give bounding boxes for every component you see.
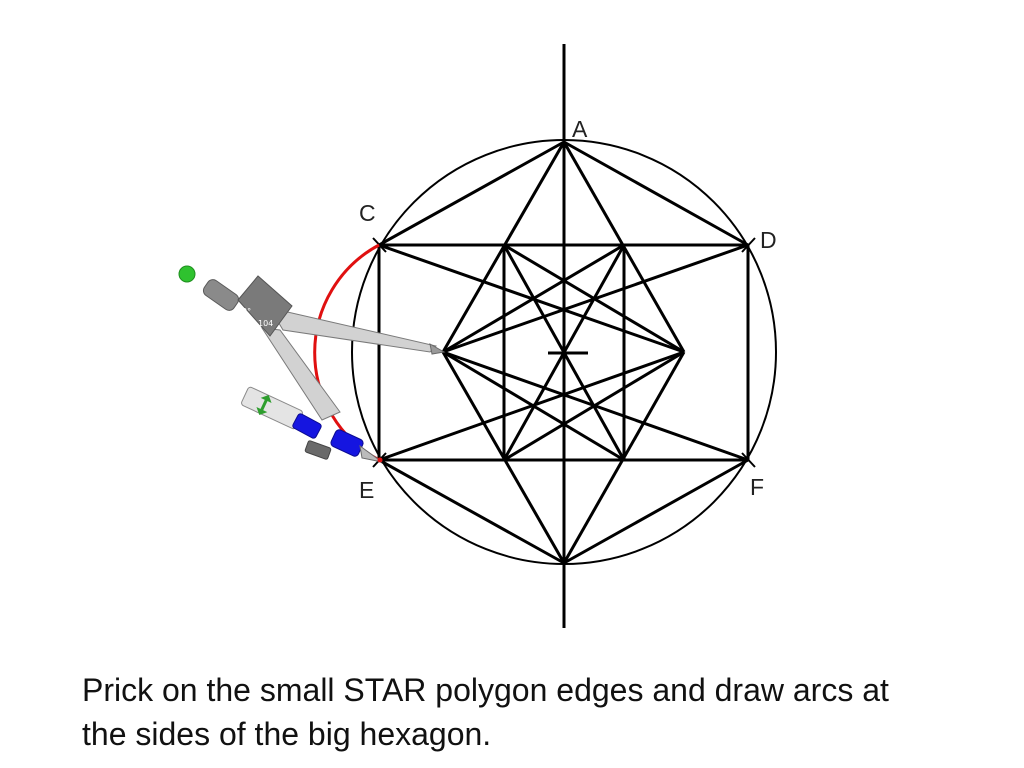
- inner-star-edge: [502, 244, 626, 461]
- caption-line-2: the sides of the big hexagon.: [82, 716, 492, 752]
- resize-arrows-icon[interactable]: [254, 392, 274, 417]
- pencil-lead: [359, 444, 383, 463]
- rotate-handle[interactable]: [178, 265, 196, 283]
- inner-star-edge: [503, 243, 685, 354]
- star-edge: [441, 351, 566, 564]
- hexagon-edge: [563, 458, 749, 565]
- label-e: E: [359, 477, 374, 503]
- radius-readout: 104: [258, 319, 273, 328]
- pencil-grip-left: [292, 413, 322, 439]
- inner-star-edge: [442, 350, 625, 462]
- label-d: D: [760, 227, 777, 253]
- vertex-ticks: [372, 237, 756, 468]
- compass-tool[interactable]: 0° 104: [178, 265, 446, 463]
- construction-arc: [313, 243, 380, 462]
- compass-hinge-head[interactable]: [237, 275, 293, 337]
- pencil-point: [377, 457, 383, 463]
- hexagon-edge: [378, 458, 565, 565]
- inner-verticals: [502, 245, 626, 460]
- caption-line-1: Prick on the small STAR polygon edges an…: [82, 672, 889, 708]
- hexagon-edge: [378, 140, 565, 247]
- inner-star-edge: [503, 350, 685, 462]
- inner-star: [442, 243, 685, 462]
- tick-c: [372, 237, 387, 253]
- label-f: F: [750, 474, 764, 500]
- compass-knob[interactable]: [201, 277, 241, 312]
- hexagon-star-construction: A C D E F 0° 104: [178, 44, 777, 628]
- pencil-clamp: [304, 440, 332, 460]
- label-a: A: [572, 116, 588, 142]
- inner-star-edge: [442, 243, 625, 354]
- angle-readout: 0°: [242, 307, 251, 316]
- tick-f: [741, 452, 756, 468]
- horizontal-chords: [379, 243, 748, 462]
- instruction-caption: Prick on the small STAR polygon edges an…: [82, 668, 1002, 756]
- hexagon-edge: [563, 140, 749, 247]
- tick-d: [741, 237, 756, 253]
- label-c: C: [359, 200, 376, 226]
- big-hexagon: [377, 140, 750, 565]
- pointer-tip: [429, 343, 446, 355]
- pencil-grip-right: [330, 429, 364, 457]
